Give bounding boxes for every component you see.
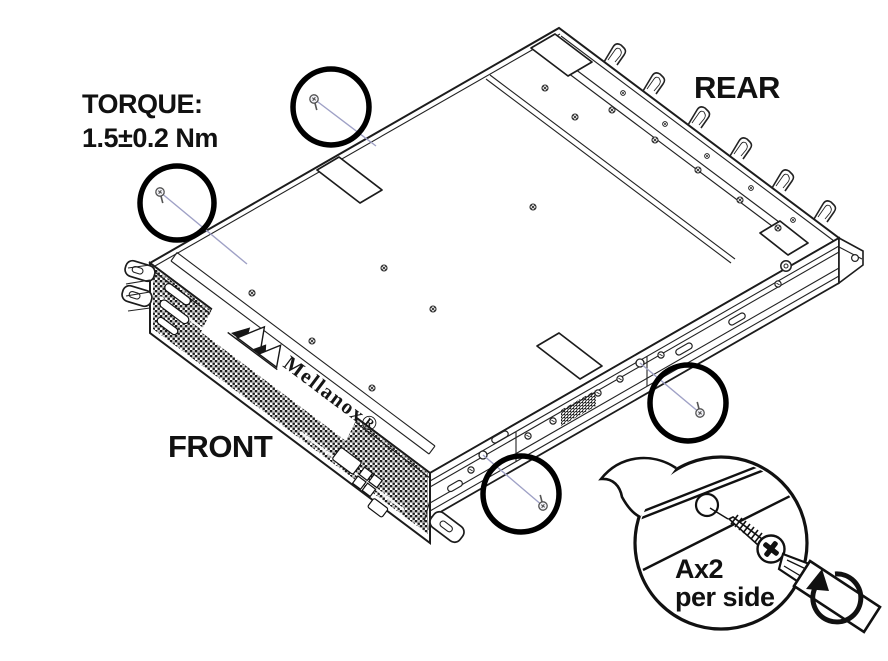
screw-highlight-circles [137,66,729,535]
rear-label: REAR [694,70,780,105]
machine-screw-icon [727,514,786,564]
torque-label-line1: TORQUE: [82,89,203,119]
screw-icon [305,92,325,111]
screw-icon [689,401,709,420]
rail-label-patch [561,390,596,426]
front-label: FRONT [168,429,273,464]
screw-highlight-circle-2 [290,66,377,148]
screw-highlight-circle-4 [480,453,562,535]
leader-line [482,454,544,507]
rack-ear-left [121,259,156,312]
front-ports [332,447,389,518]
front-rim-strip [170,252,436,455]
callout-quantity-label-line2: per side [675,582,775,612]
rack-ear-right [423,499,465,544]
screw-icon [151,185,171,204]
rail-end-cap [780,236,864,285]
clockwise-rotation-arrow-icon [806,569,864,625]
front-vent-slots [156,283,191,336]
speech-bubble-callout [633,455,809,631]
top-cover-plates [316,33,809,380]
mellanox-logo-icon [227,325,282,371]
screw-highlight-circle-1 [137,163,248,265]
screw-highlight-circle-3 [639,362,729,444]
rear-vent-slot [485,61,802,264]
callout-quantity-label-line1: Ax2 [675,554,723,584]
leader-line [313,98,377,147]
bubble-tail [598,456,677,519]
chassis-top-cover [148,26,841,478]
torque-label-line2: 1.5±0.2 Nm [82,123,218,153]
callout-bubble: Ax2 per side [598,455,882,634]
leader-line [639,362,701,414]
rail-slots [447,312,746,493]
screw-hole-icon [694,492,720,518]
screw-icon [532,494,552,513]
